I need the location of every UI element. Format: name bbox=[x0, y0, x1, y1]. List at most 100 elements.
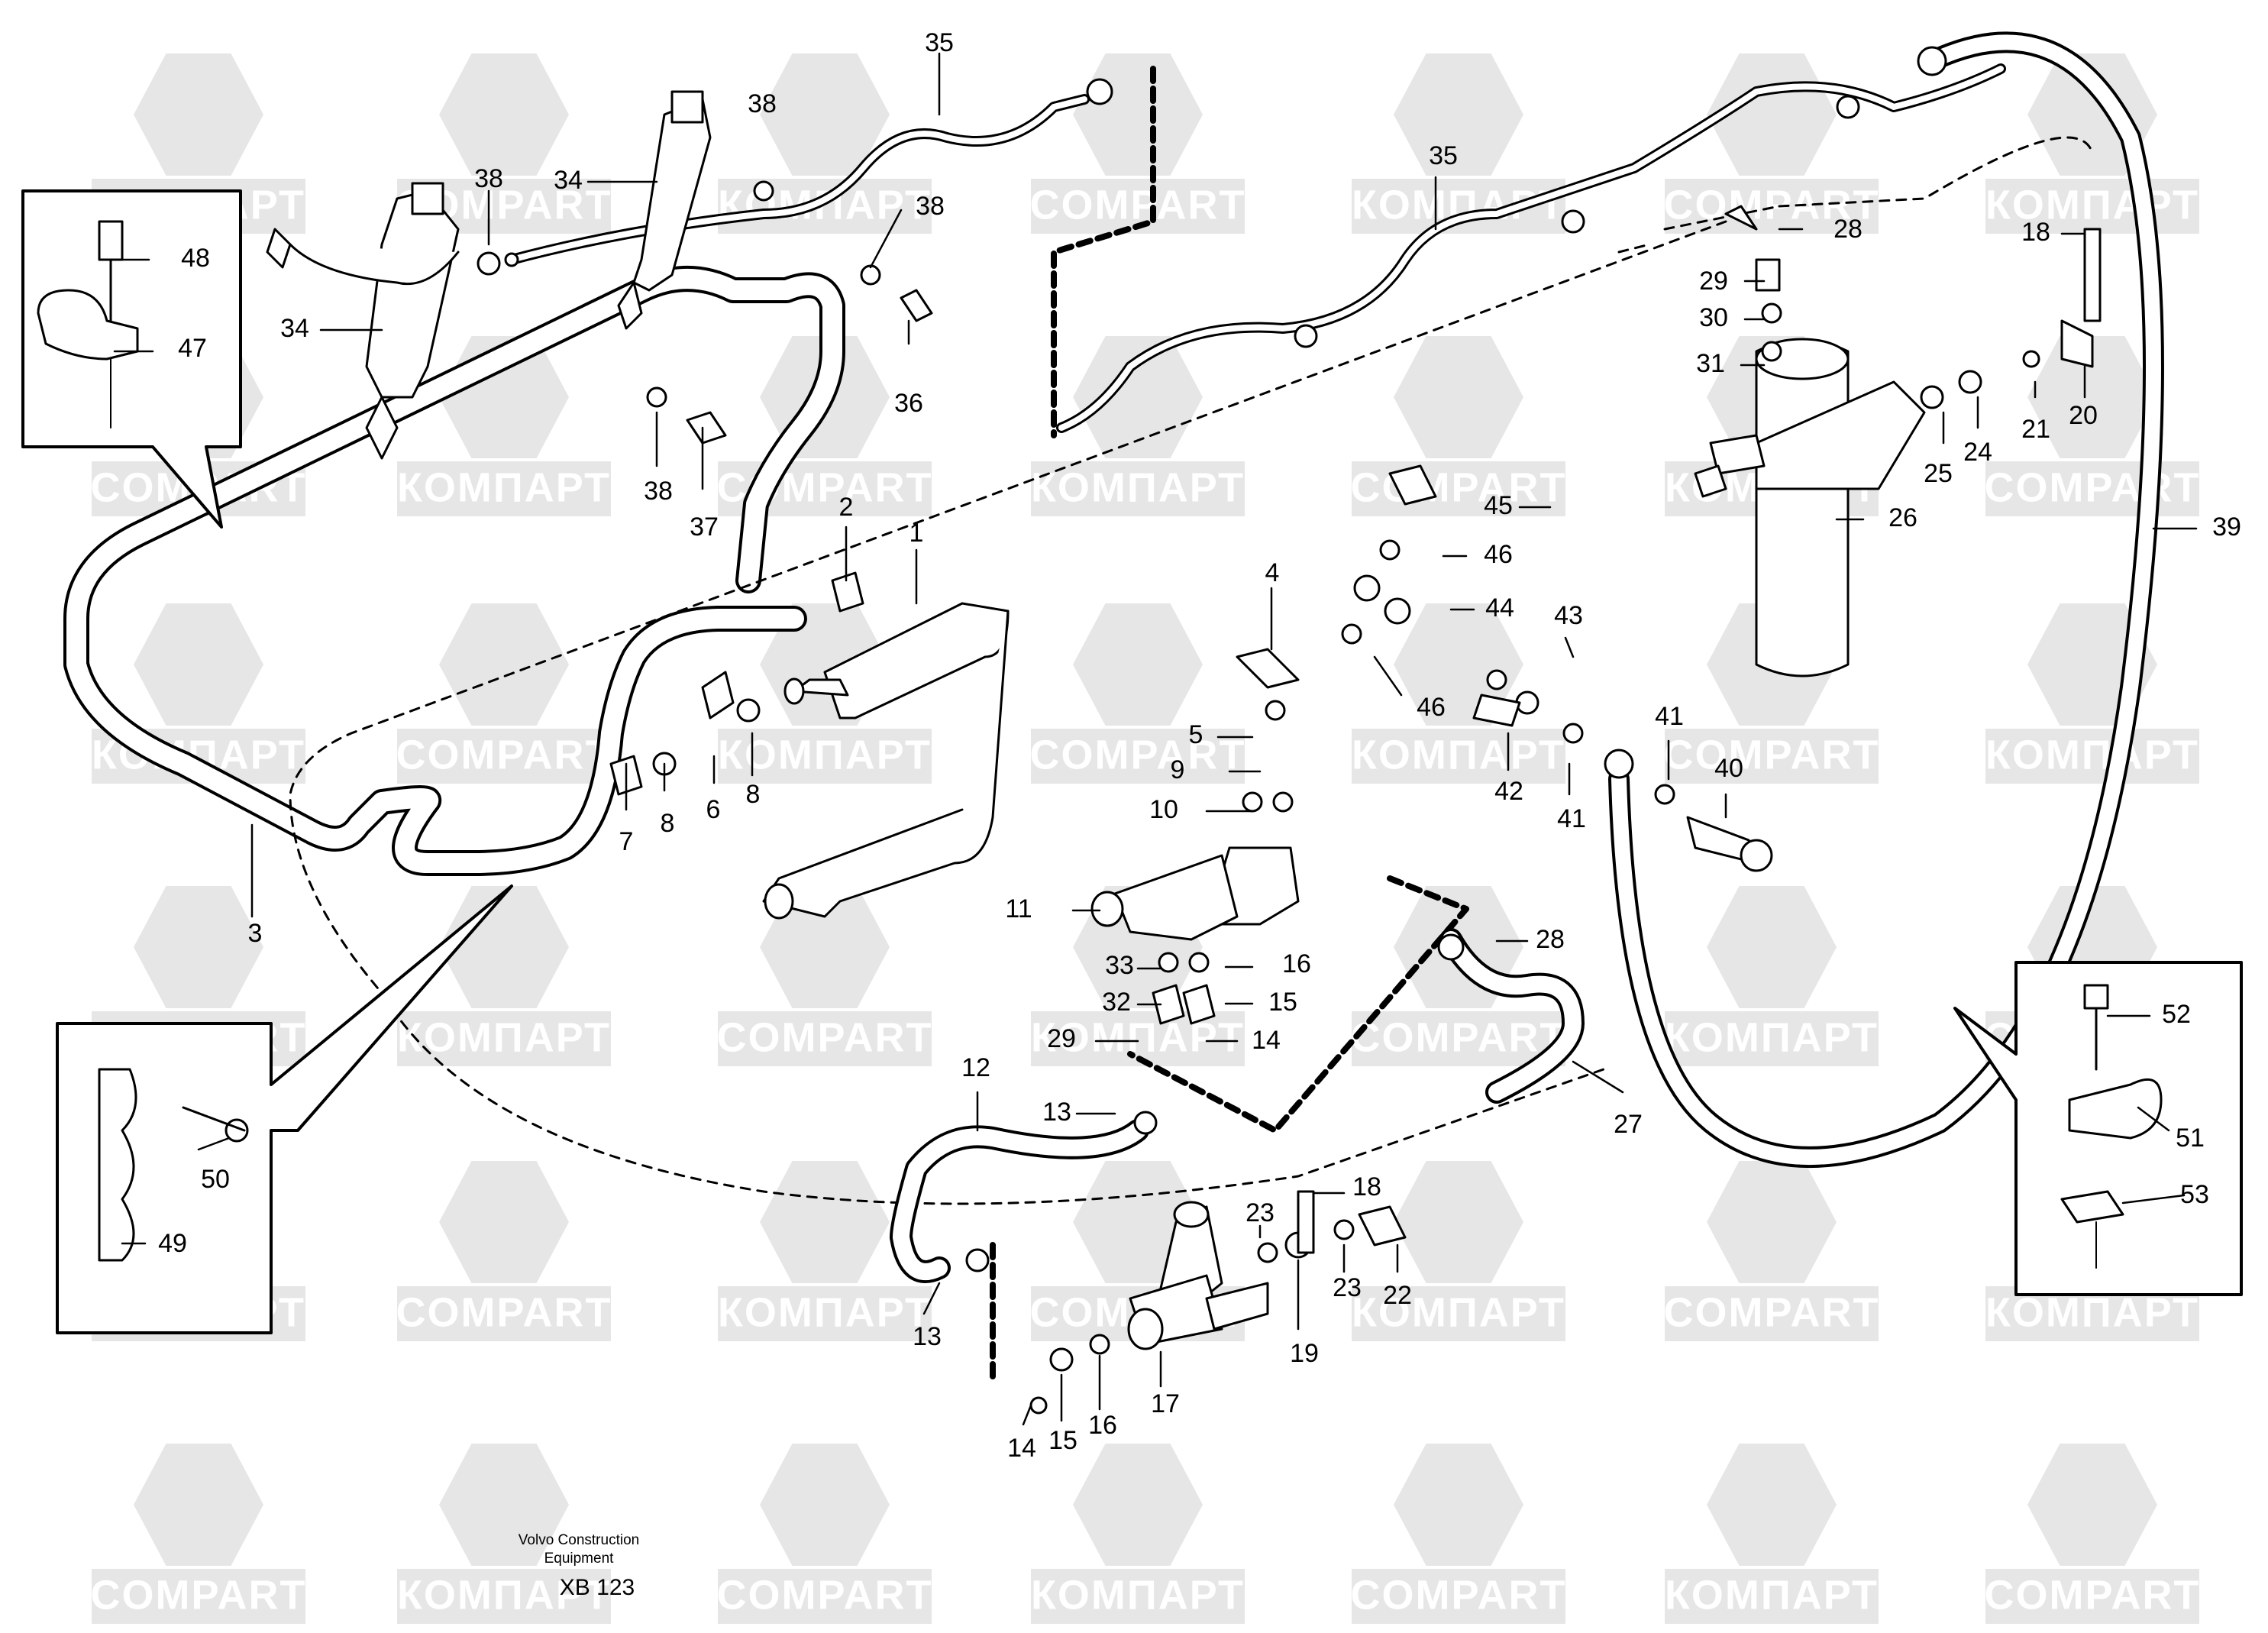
watermark-tile: COMPART bbox=[1030, 603, 1245, 784]
callout-47: 47 bbox=[178, 334, 207, 363]
callout-15: 15 bbox=[1268, 988, 1297, 1017]
watermark-text: КОМПАРТ bbox=[1031, 1572, 1245, 1618]
inset-box-top-left bbox=[21, 189, 242, 529]
callout-22: 22 bbox=[1383, 1281, 1412, 1310]
hose-12 bbox=[890, 1119, 1149, 1283]
callout-36: 36 bbox=[894, 389, 923, 418]
cut-marks bbox=[990, 66, 1469, 1386]
watermark-text: КОМПАРТ bbox=[1352, 1289, 1565, 1335]
watermark-tile: COMPART bbox=[1664, 1161, 1879, 1341]
callout-46: 46 bbox=[1417, 693, 1446, 722]
callout-16: 16 bbox=[1282, 949, 1311, 978]
watermark-text: КОМПАРТ bbox=[397, 464, 611, 510]
return-pipe-3 bbox=[63, 266, 845, 876]
callout-38: 38 bbox=[474, 164, 503, 193]
fuel-line-35-right-inner bbox=[1058, 66, 2004, 431]
inset-box-right bbox=[1953, 961, 2243, 1296]
callout-52: 52 bbox=[2162, 1000, 2191, 1029]
watermark-text: COMPART bbox=[91, 1572, 307, 1618]
callout-23: 23 bbox=[1333, 1273, 1362, 1302]
callout-21: 21 bbox=[2021, 415, 2050, 444]
footer-code: XB 123 bbox=[560, 1575, 635, 1600]
callout-41: 41 bbox=[1557, 804, 1586, 833]
hose-39 bbox=[1608, 31, 2164, 1168]
leader-lines bbox=[113, 52, 2198, 1426]
watermark-text: COMPART bbox=[1664, 182, 1880, 228]
watermark-text: КОМПАРТ bbox=[1031, 1014, 1245, 1060]
watermark-tile: COMPART bbox=[717, 886, 933, 1066]
callout-25: 25 bbox=[1924, 459, 1953, 488]
callout-5: 5 bbox=[1189, 720, 1203, 749]
watermark-text: COMPART bbox=[396, 732, 612, 778]
callout-35: 35 bbox=[1429, 141, 1458, 170]
callout-29: 29 bbox=[1047, 1024, 1076, 1053]
bracket-1 bbox=[762, 602, 1010, 920]
watermark-text: КОМПАРТ bbox=[718, 1289, 932, 1335]
watermark-text: КОМПАРТ bbox=[1352, 732, 1565, 778]
callout-12: 12 bbox=[961, 1053, 990, 1082]
footer-block: Volvo Construction Equipment XB 123 bbox=[519, 1532, 639, 1600]
callout-31: 31 bbox=[1696, 349, 1725, 378]
watermark-tile: COMPART bbox=[1351, 336, 1567, 516]
watermark-tile: КОМПАРТ bbox=[397, 1444, 611, 1624]
callout-38: 38 bbox=[916, 192, 945, 221]
watermark-tile: COMPART bbox=[717, 1444, 933, 1624]
callout-38: 38 bbox=[644, 477, 673, 506]
callout-34: 34 bbox=[554, 166, 583, 195]
callout-28: 28 bbox=[1536, 925, 1565, 954]
callout-35: 35 bbox=[925, 28, 954, 57]
callout-38: 38 bbox=[748, 89, 777, 118]
callout-29: 29 bbox=[1699, 267, 1728, 296]
footer-company-sub: Equipment bbox=[544, 1551, 615, 1567]
filter-26 bbox=[1694, 338, 1926, 677]
fuel-line-35-right bbox=[1056, 63, 2006, 433]
callout-37: 37 bbox=[690, 513, 719, 542]
callout-30: 30 bbox=[1699, 303, 1728, 332]
callout-40: 40 bbox=[1714, 754, 1743, 783]
callout-53: 53 bbox=[2180, 1180, 2209, 1209]
callout-4: 4 bbox=[1265, 558, 1280, 587]
callout-34: 34 bbox=[280, 314, 309, 343]
watermark-tile: КОМПАРТ bbox=[718, 1161, 932, 1341]
watermark-tile: КОМПАРТ bbox=[1352, 603, 1565, 784]
watermark-text: КОМПАРТ bbox=[397, 1572, 611, 1618]
callout-23: 23 bbox=[1245, 1198, 1275, 1227]
watermark-tile: КОМПАРТ bbox=[92, 603, 305, 784]
callout-49: 49 bbox=[158, 1229, 187, 1258]
callout-39: 39 bbox=[2212, 513, 2241, 542]
watermark-tile: КОМПАРТ bbox=[1352, 1161, 1565, 1341]
callout-44: 44 bbox=[1485, 593, 1514, 622]
watermark-text: COMPART bbox=[1351, 1572, 1567, 1618]
callout-24: 24 bbox=[1963, 438, 1992, 467]
watermark-text: COMPART bbox=[1030, 182, 1246, 228]
watermark-tile: КОМПАРТ bbox=[1985, 603, 2199, 784]
watermark-tile: COMPART bbox=[396, 1161, 612, 1341]
dashed-outline bbox=[289, 136, 2094, 1205]
callout-8: 8 bbox=[661, 809, 675, 838]
watermark-text: КОМПАРТ bbox=[397, 1014, 611, 1060]
callout-27: 27 bbox=[1614, 1110, 1643, 1139]
callout-42: 42 bbox=[1494, 777, 1523, 806]
small-parts bbox=[477, 46, 2102, 1415]
callout-9: 9 bbox=[1171, 755, 1185, 784]
watermark-text: COMPART bbox=[1985, 1572, 2201, 1618]
callout-41: 41 bbox=[1655, 702, 1684, 731]
watermark-text: КОМПАРТ bbox=[718, 732, 932, 778]
watermark-text: COMPART bbox=[1664, 732, 1880, 778]
watermark-text: COMPART bbox=[396, 1289, 612, 1335]
watermark-tile: COMPART bbox=[1985, 336, 2201, 516]
callout-6: 6 bbox=[706, 795, 721, 824]
watermark-tile: КОМПАРТ bbox=[1031, 1444, 1245, 1624]
watermark-tile: КОМПАРТ bbox=[1665, 1444, 1879, 1624]
watermark-text: COMPART bbox=[717, 1572, 933, 1618]
watermark-text: COMPART bbox=[717, 1014, 933, 1060]
callout-48: 48 bbox=[181, 244, 210, 273]
watermark-text: COMPART bbox=[1985, 464, 2201, 510]
watermark-tile: COMPART bbox=[1985, 1444, 2201, 1624]
callout-14: 14 bbox=[1252, 1026, 1281, 1055]
callout-2: 2 bbox=[839, 493, 854, 522]
fuel-line-35-left-inner bbox=[509, 96, 1087, 263]
watermark-text: КОМПАРТ bbox=[1985, 1289, 2199, 1335]
watermark-text: COMPART bbox=[1351, 464, 1567, 510]
callout-18: 18 bbox=[2021, 218, 2050, 247]
